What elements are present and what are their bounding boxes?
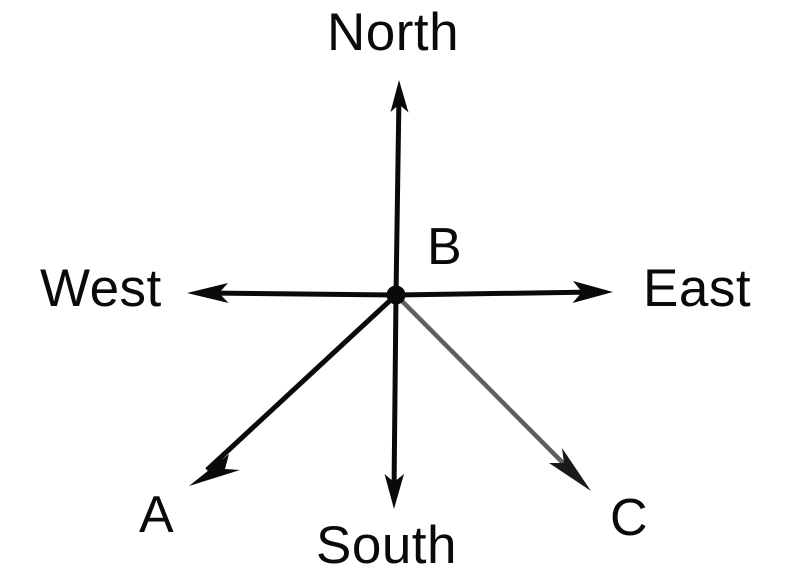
label-west: West: [40, 259, 162, 318]
east-arrowhead-icon: [572, 281, 613, 303]
a-arrowhead-icon: [189, 454, 240, 486]
label-ray-a: A: [139, 486, 175, 544]
origin-point-b-dot: [386, 285, 406, 305]
label-origin-b: B: [427, 218, 463, 276]
ray-east: [395, 281, 613, 303]
ray-a: [189, 293, 398, 486]
north-arrow-shaft: [393, 94, 402, 296]
label-south: South: [316, 516, 458, 575]
east-arrow-shaft: [395, 289, 597, 298]
south-arrowhead-icon: [384, 474, 404, 509]
ray-c: [394, 293, 591, 491]
ray-west: [187, 283, 397, 303]
label-north: North: [327, 3, 460, 62]
south-arrow-shaft: [391, 294, 399, 493]
ray-north: [390, 80, 409, 296]
label-east: East: [643, 259, 752, 318]
a-arrow-shaft: [205, 293, 398, 472]
ray-south: [384, 294, 404, 509]
north-arrowhead-icon: [390, 80, 409, 113]
label-ray-c: C: [610, 489, 649, 547]
west-arrow-shaft: [204, 290, 397, 298]
c-arrow-shaft: [394, 293, 575, 475]
west-arrowhead-icon: [187, 283, 229, 303]
c-arrowhead-icon: [549, 448, 591, 491]
